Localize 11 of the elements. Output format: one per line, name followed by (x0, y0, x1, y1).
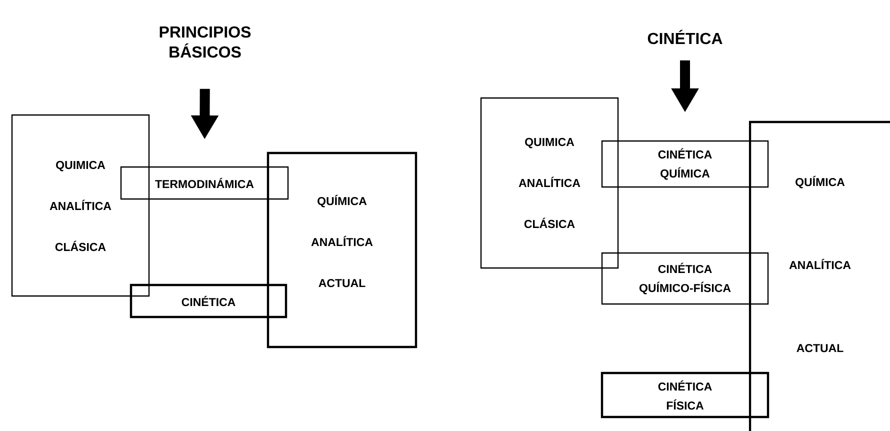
topic-box: CINÉTICA QUÍMICO-FÍSICA (601, 252, 769, 305)
topic-box: CINÉTICA FÍSICA (600, 372, 770, 418)
field-box: QUIMICA ANALÍTICA CLÁSICA (480, 97, 619, 269)
topic-box: CINÉTICA (130, 284, 288, 318)
field-box: QUÍMICA ANALÍTICA ACTUAL (748, 120, 890, 431)
topic-box: CINÉTICA QUÍMICA (601, 140, 769, 188)
field-box: QUÍMICA ANALÍTICA ACTUAL (266, 152, 418, 348)
heading: CINÉTICA (648, 30, 722, 44)
topic-box: TERMODINÁMICA (120, 166, 289, 200)
field-box: QUIMICA ANALÍTICA CLÁSICA (11, 114, 150, 297)
heading: PRINCIPIOS BÁSICOS (160, 26, 251, 58)
